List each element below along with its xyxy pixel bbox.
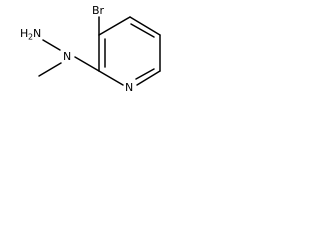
chemical-structure: Br H 2 N N N	[20, 4, 161, 94]
bond-c6-n1	[136, 70, 161, 86]
bond-c4-c5-inner	[130, 23, 155, 38]
bond-n-methyl	[38, 62, 62, 77]
bond-c4-c5	[129, 16, 161, 36]
bond-c2-n	[74, 56, 100, 72]
ring-n-label: N	[125, 81, 133, 94]
bond-c3-c4	[98, 16, 131, 36]
bond-c6-n1-inner	[135, 68, 155, 80]
hydrazine-subscript: 2	[28, 33, 33, 42]
bond-n-nh2	[42, 39, 61, 51]
amine-n-label: N	[63, 50, 71, 63]
bond-n1-c2	[98, 70, 124, 86]
hydrazine-n-label: N	[33, 27, 41, 40]
hydrazine-h-label: H	[20, 27, 28, 40]
bromine-label: Br	[92, 4, 105, 17]
